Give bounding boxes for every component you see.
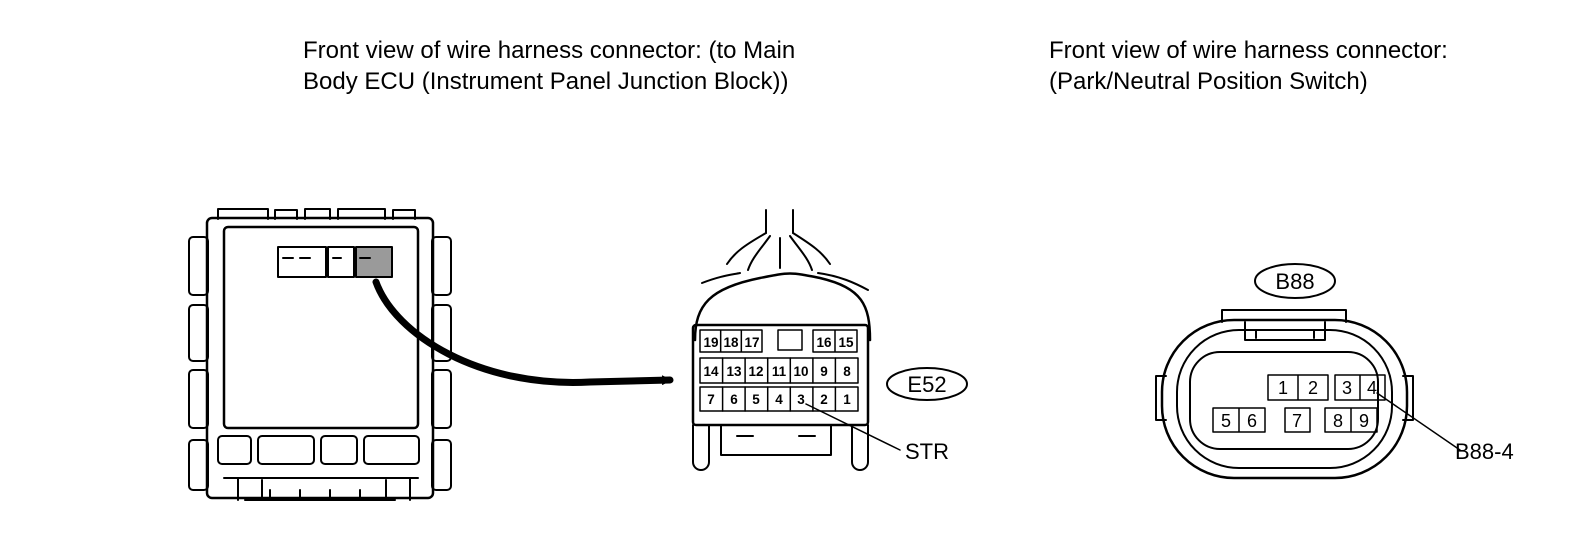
e52-pin-2: 2	[820, 392, 828, 407]
b88-pin-2: 2	[1308, 378, 1318, 398]
e52-pin-15: 15	[838, 335, 854, 350]
b88-label: B88	[1275, 269, 1314, 294]
e52-pin-9: 9	[820, 364, 828, 379]
e52-pin-18: 18	[723, 335, 739, 350]
b88-pin-3: 3	[1342, 378, 1352, 398]
b88-connector	[1155, 309, 1414, 480]
arrow-to-e52	[372, 278, 674, 386]
e52-pin-13: 13	[726, 364, 742, 379]
e52-pin-10: 10	[793, 364, 808, 379]
b88-pin-9: 9	[1359, 411, 1369, 431]
e52-pin-3: 3	[797, 392, 805, 407]
e52-connector	[691, 209, 872, 471]
b88-pin-1: 1	[1278, 378, 1288, 398]
b88-pin-7: 7	[1292, 411, 1302, 431]
b88-label-oval	[1254, 263, 1336, 299]
b88-pin-4: 4	[1367, 378, 1377, 398]
b88-pin-5: 5	[1221, 411, 1231, 431]
b88-4-callout: B88-4	[1455, 439, 1514, 464]
right-caption-line2: (Park/Neutral Position Switch)	[1049, 68, 1368, 95]
b88-pin-6: 6	[1247, 411, 1257, 431]
e52-pin-14: 14	[703, 364, 719, 379]
e52-pin-8: 8	[843, 364, 851, 379]
junction-block	[188, 208, 452, 501]
left-caption-line2: Body ECU (Instrument Panel Junction Bloc…	[303, 68, 789, 95]
e52-pin-7: 7	[707, 392, 715, 407]
e52-pin-5: 5	[752, 392, 760, 407]
str-callout: STR	[905, 439, 949, 464]
e52-pin-12: 12	[748, 364, 763, 379]
right-caption-line1: Front view of wire harness connector:	[1049, 37, 1448, 64]
str-leader	[805, 403, 901, 451]
e52-label: E52	[907, 372, 946, 397]
e52-pin-6: 6	[730, 392, 738, 407]
e52-pin-17: 17	[744, 335, 759, 350]
e52-pin-4: 4	[775, 392, 783, 407]
e52-pin-11: 11	[772, 364, 787, 379]
e52-pin-16: 16	[816, 335, 832, 350]
right-caption: Front view of wire harness connector: (P…	[1049, 35, 1448, 97]
e52-label-oval	[886, 367, 968, 401]
left-caption: Front view of wire harness connector: (t…	[303, 35, 795, 97]
e52-pin-19: 19	[703, 335, 718, 350]
b88-pin-8: 8	[1333, 411, 1343, 431]
e52-pin-1: 1	[843, 392, 851, 407]
left-caption-line1: Front view of wire harness connector: (t…	[303, 37, 796, 64]
b88-4-leader	[1376, 392, 1461, 451]
